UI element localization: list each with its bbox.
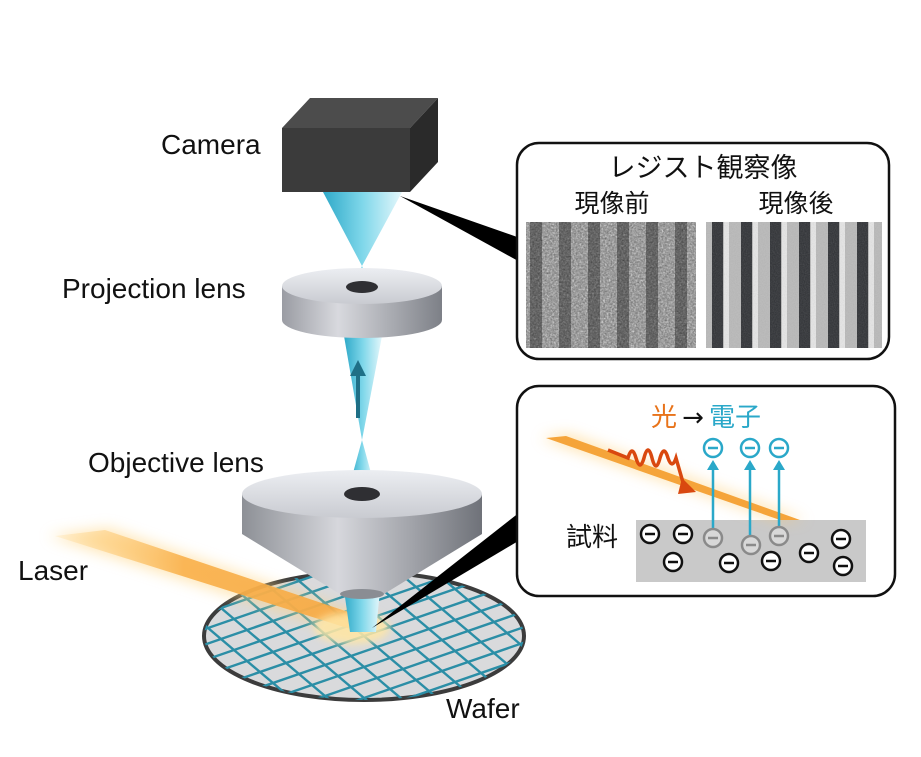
resist-callout-pointer [400, 196, 520, 262]
electron-emission-arrowhead [744, 460, 756, 470]
electron-emission-arrowhead [707, 460, 719, 470]
resist-stripe [559, 222, 571, 348]
beam-direction-arrow [350, 360, 366, 418]
resist-stripe [588, 222, 600, 348]
sample-electron-icon [830, 528, 852, 550]
resist-stripe [530, 222, 542, 348]
wafer-grid-line [204, 572, 495, 657]
wafer-grid-line [204, 572, 482, 646]
emission-callout-pointer [372, 512, 520, 628]
wafer-grid-line [233, 615, 524, 700]
before-development-label: 現像前 [574, 189, 649, 218]
sample-electron-icon [760, 550, 782, 572]
photon-wave-icon [607, 448, 696, 494]
objective-lens [242, 470, 482, 599]
emitted-electron-icon [768, 437, 790, 459]
vacated-electron-icon [768, 525, 790, 547]
resist-stripe [646, 222, 658, 348]
sample-electron-icon [798, 542, 820, 564]
laser-label: Laser [18, 555, 88, 586]
resist-stripe [617, 222, 629, 348]
after-development-label: 現像後 [758, 189, 833, 218]
vacated-electron-icon [702, 527, 724, 549]
emitted-electron-icon [702, 437, 724, 459]
panel-light-beam [540, 434, 806, 520]
wafer-grid-line [246, 626, 524, 700]
emitted-electron-icon [739, 437, 761, 459]
resist-panel-title: レジスト観察像 [609, 153, 798, 184]
camera-block [282, 98, 438, 192]
wafer-grid-line [220, 604, 524, 700]
sample-electron-icon [672, 523, 694, 545]
resist-image-after [706, 222, 882, 348]
photoemission-panel: 光 → 電子 試料 [515, 384, 897, 598]
sample-electron-icon [639, 523, 661, 545]
sample-electron-icon [718, 552, 740, 574]
wafer-grid-line [207, 593, 524, 700]
resist-stripe [675, 222, 687, 348]
electron-label: 電子 [709, 403, 761, 433]
resist-image-before [526, 222, 696, 348]
wafer-label: Wafer [446, 693, 520, 724]
sample-label: 試料 [566, 523, 618, 553]
light-label: 光 [651, 403, 677, 433]
vacated-electron-icon [740, 534, 762, 556]
conversion-arrow: → [682, 403, 704, 433]
projection-lens-label: Projection lens [62, 273, 246, 304]
laser-beam [48, 528, 390, 644]
camera-label: Camera [161, 129, 261, 160]
sample-electron-icon [662, 551, 684, 573]
projection-lens [282, 268, 442, 338]
resist-observation-panel: レジスト観察像 現像前 現像後 [515, 141, 891, 361]
electron-emission-arrowhead [773, 460, 785, 470]
light-to-electron-heading: 光 → 電子 [651, 403, 761, 433]
objective-lens-label: Objective lens [88, 447, 264, 478]
sample-electron-icon [832, 555, 854, 577]
